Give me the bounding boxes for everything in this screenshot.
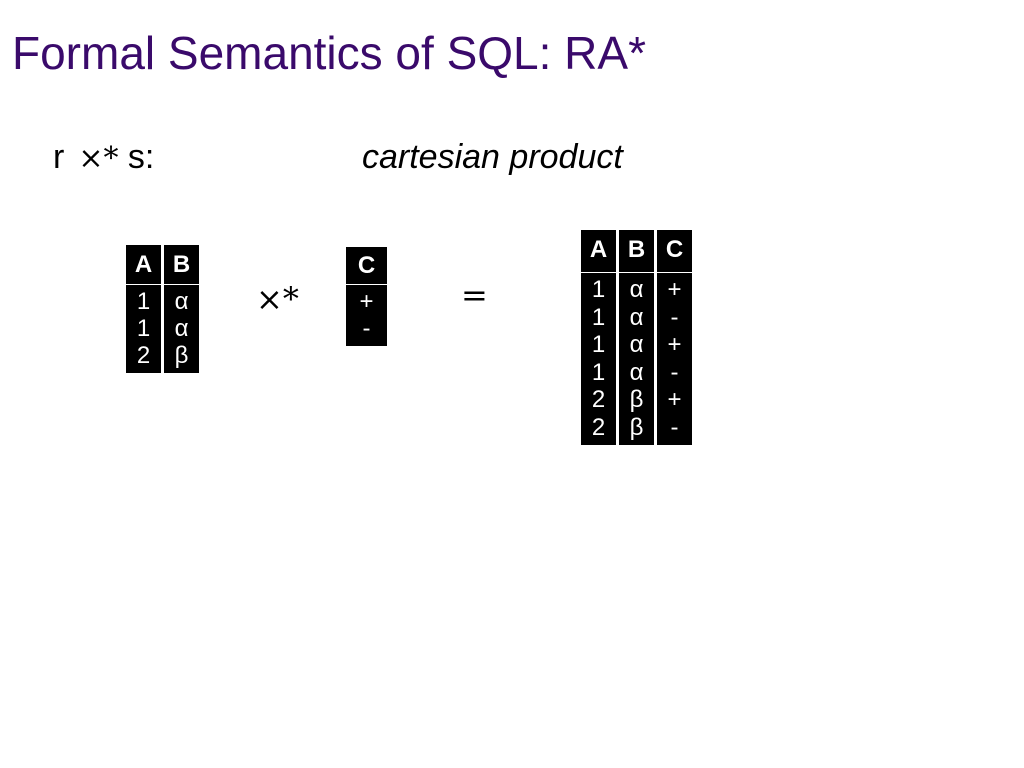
- result-column-a: A 1 1 1 1 2 2: [581, 230, 616, 445]
- result-header-a: A: [581, 230, 616, 273]
- result-cell: α: [629, 276, 644, 303]
- result-cell: -: [670, 358, 679, 386]
- result-cell: β: [629, 413, 644, 441]
- slide-title: Formal Semantics of SQL: RA*: [12, 27, 646, 79]
- operation-description: cartesian product: [362, 138, 623, 176]
- relation-r-cell: α: [174, 315, 189, 342]
- result-column-c: C + - + - + -: [657, 230, 692, 445]
- relation-r-cell: 1: [136, 288, 151, 315]
- result-cell: α: [629, 303, 644, 331]
- relation-s-cell: +: [359, 288, 374, 315]
- relation-s-header-c: C: [346, 247, 387, 285]
- result-cell: +: [667, 276, 682, 303]
- result-cell: α: [629, 358, 644, 386]
- relation-r-cell: 2: [136, 342, 151, 369]
- expression-operator: ×*: [78, 141, 119, 176]
- result-cell: -: [670, 303, 679, 331]
- result-cell: +: [667, 331, 682, 358]
- cross-product-operator: ×*: [256, 280, 299, 318]
- relation-s-column-c: C + -: [346, 247, 387, 346]
- result-cell: 1: [591, 358, 606, 386]
- equals-sign: =: [461, 276, 488, 314]
- relation-s-cell: -: [362, 315, 371, 342]
- result-cell: 1: [591, 303, 606, 331]
- result-cell: 2: [591, 413, 606, 441]
- result-cell: β: [629, 386, 644, 413]
- relation-r-header-a: A: [126, 245, 161, 285]
- result-table: A 1 1 1 1 2 2 B α α α α β β C + - + - + …: [581, 230, 692, 445]
- relation-s-table: C + -: [346, 247, 387, 346]
- expression-right: s:: [127, 138, 155, 176]
- result-cell: 1: [591, 331, 606, 358]
- relation-r-column-a: A 1 1 2: [126, 245, 161, 373]
- relation-r-cell: α: [174, 288, 189, 315]
- expression: r ×* s:: [53, 140, 154, 174]
- result-cell: α: [629, 331, 644, 358]
- result-header-b: B: [619, 230, 654, 273]
- result-cell: -: [670, 413, 679, 441]
- result-column-b: B α α α α β β: [619, 230, 654, 445]
- relation-r-table: A 1 1 2 B α α β: [126, 245, 199, 373]
- relation-r-cell: 1: [136, 315, 151, 342]
- result-cell: 1: [591, 276, 606, 303]
- relation-r-column-b: B α α β: [164, 245, 199, 373]
- result-header-c: C: [657, 230, 692, 273]
- relation-r-cell: β: [174, 342, 189, 369]
- relation-r-header-b: B: [164, 245, 199, 285]
- result-cell: 2: [591, 386, 606, 413]
- expression-left: r: [53, 138, 65, 176]
- result-cell: +: [667, 386, 682, 413]
